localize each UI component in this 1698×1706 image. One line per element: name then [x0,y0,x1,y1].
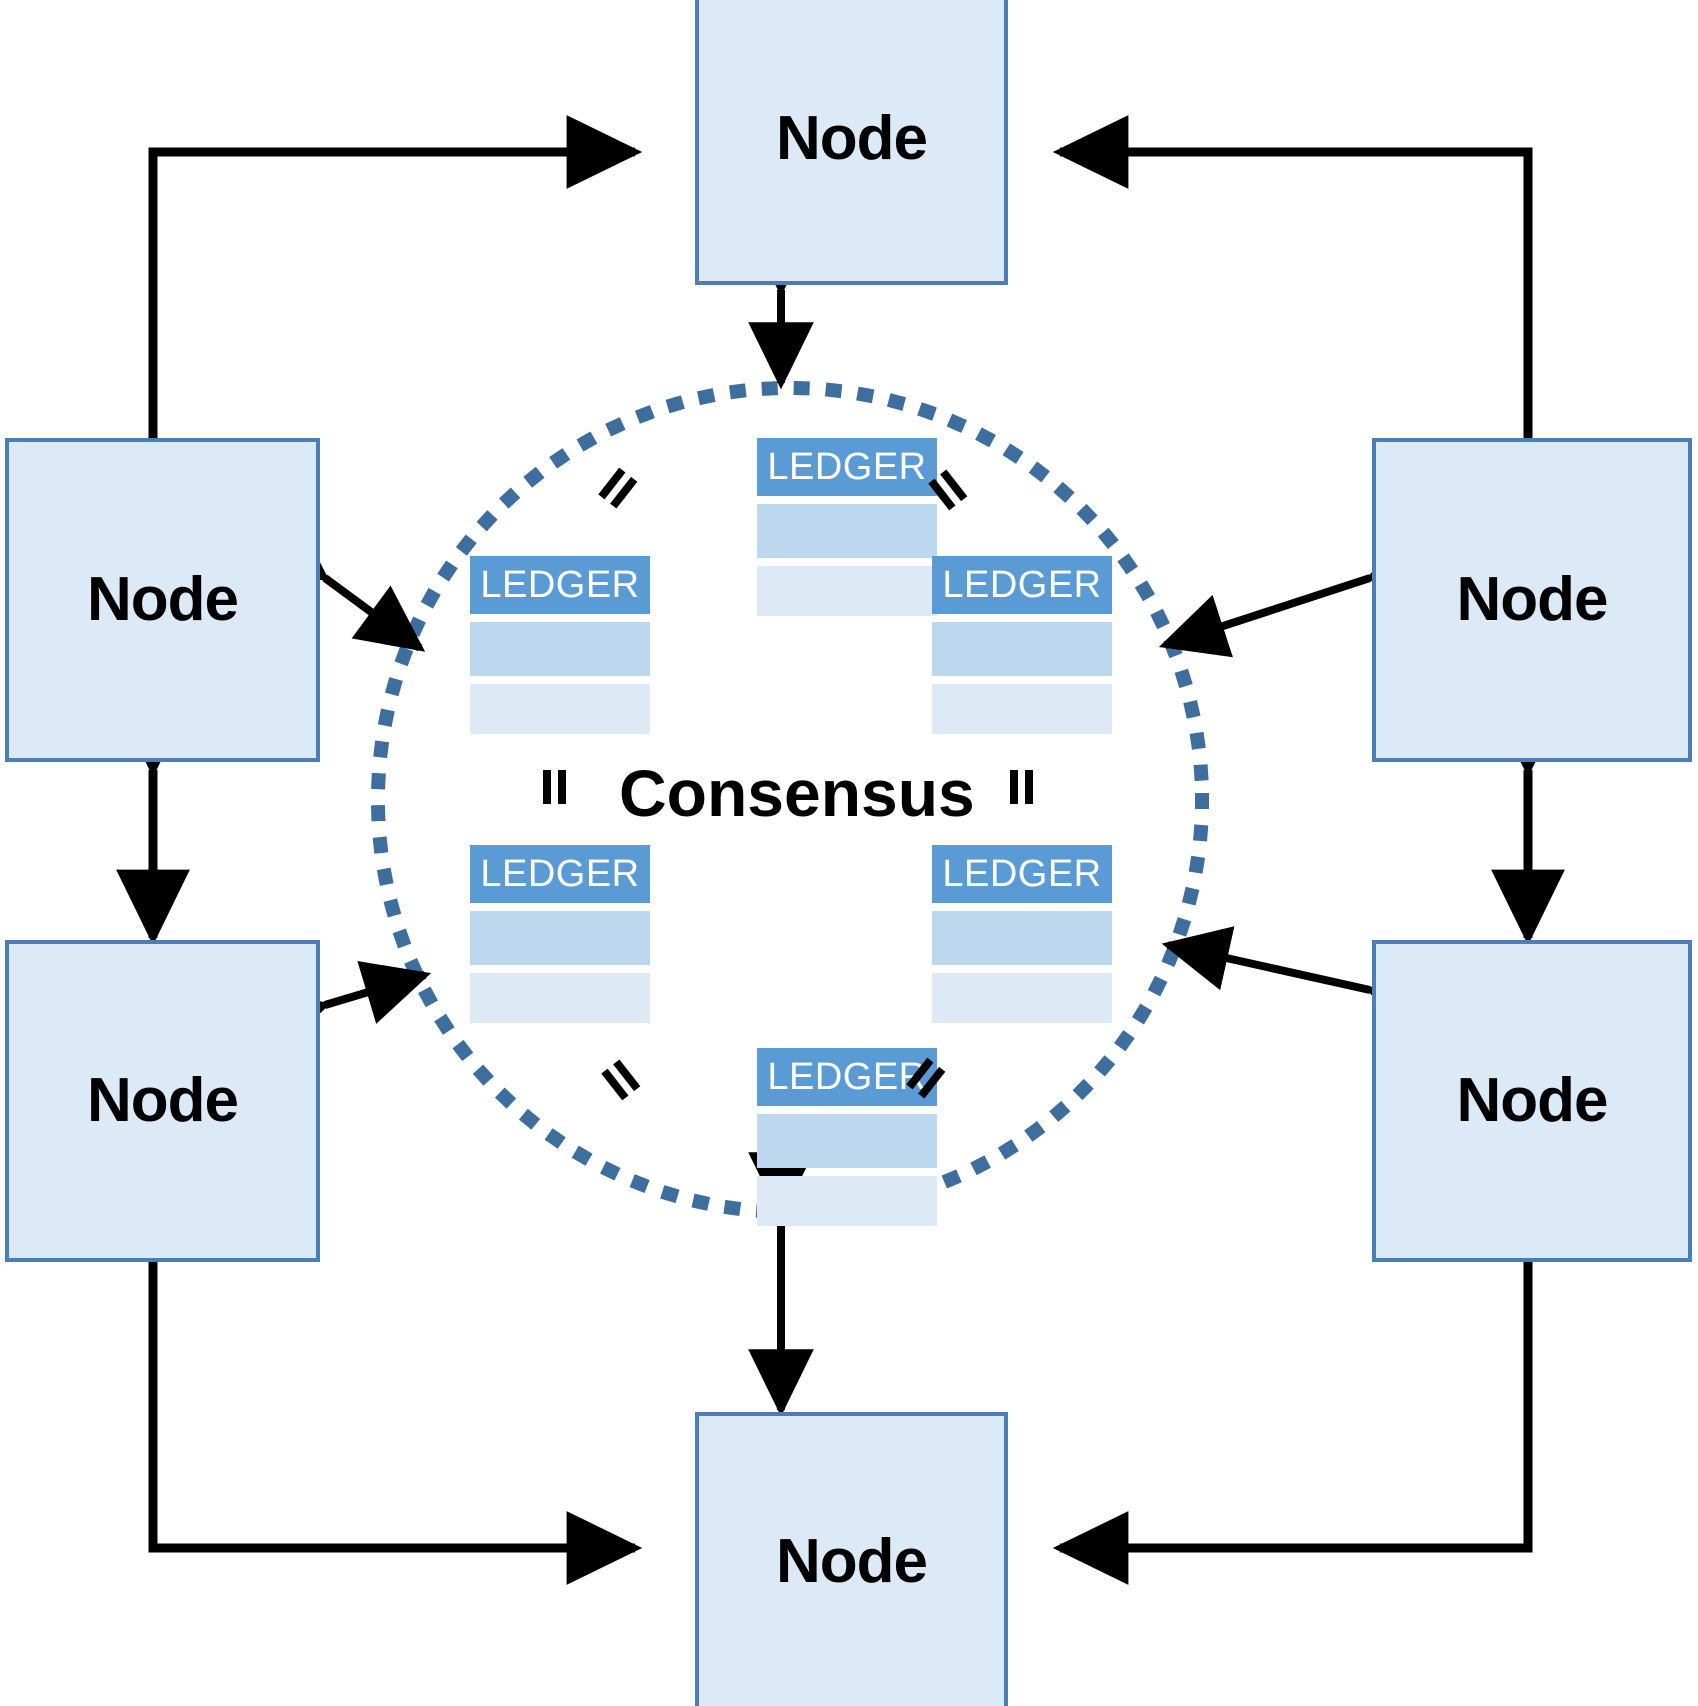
equality-mark-mid-left [539,770,573,804]
ledger-gap [932,903,1112,911]
ledger-upper-right-row-1 [932,622,1112,676]
node-left-lower[interactable]: Node [5,940,320,1262]
ledger-gap [757,1168,937,1176]
node-right-lower-label: Node [1456,1066,1609,1135]
ledger-lower-right-header: LEDGER [932,845,1112,903]
ledger-lower-right-row-2 [932,973,1112,1023]
arrow-left-upper-to-top [116,115,643,509]
ledger-bottom-row-2 [757,1176,937,1226]
ledger-lower-left-row-1 [470,911,650,965]
ledger-gap [757,1106,937,1114]
arrow-right-lower-to-bottom [1052,1262,1533,1585]
ledger-gap [932,965,1112,973]
node-left-upper[interactable]: Node [5,438,320,762]
ledger-gap [757,558,937,566]
ledger-upper-left[interactable]: LEDGER [470,556,650,734]
ledger-bottom-header: LEDGER [757,1048,937,1106]
equality-mark-mid-right [1006,770,1040,804]
ledger-bottom[interactable]: LEDGER [757,1048,937,1226]
node-right-upper[interactable]: Node [1372,438,1692,762]
ledger-gap [470,903,650,911]
arrow-left-lower-consensus [257,961,432,1054]
arrow-right-upper-to-top [1052,115,1565,509]
node-left-lower-label: Node [87,1066,239,1135]
ledger-upper-left-header: LEDGER [470,556,650,614]
arrow-right-lower-consensus [1161,926,1437,1036]
node-right-upper-label: Node [1456,565,1609,634]
ledger-upper-right-header: LEDGER [932,556,1112,614]
node-top[interactable]: Node [695,0,1008,285]
ledger-upper-right[interactable]: LEDGER [932,556,1112,734]
ledger-upper-left-row-2 [470,684,650,734]
node-left-upper-label: Node [87,565,239,634]
ledger-lower-left-header: LEDGER [470,845,650,903]
node-bottom[interactable]: Node [695,1412,1008,1706]
ledger-upper-right-row-2 [932,684,1112,734]
ledger-upper-left-row-1 [470,622,650,676]
ledger-gap [470,676,650,684]
ledger-top-header: LEDGER [757,438,937,496]
ledger-gap [932,614,1112,622]
arrow-right-upper-consensus [1158,527,1438,658]
node-right-lower[interactable]: Node [1372,940,1692,1262]
ledger-top[interactable]: LEDGER [757,438,937,616]
ledger-gap [470,614,650,622]
ledger-lower-left-row-2 [470,973,650,1023]
ledger-lower-left[interactable]: LEDGER [470,845,650,1023]
ledger-gap [757,496,937,504]
consensus-label: Consensus [619,756,975,830]
ledger-bottom-row-1 [757,1114,937,1168]
node-top-label: Node [776,103,928,173]
ledger-gap [932,676,1112,684]
arrow-left-lower-to-bottom [148,1262,643,1585]
ledger-lower-right-row-1 [932,911,1112,965]
ledger-top-row-2 [757,566,937,616]
ledger-gap [470,965,650,973]
node-bottom-label: Node [776,1527,928,1596]
ledger-top-row-1 [757,504,937,558]
ledger-lower-right[interactable]: LEDGER [932,845,1112,1023]
arrow-left-upper-consensus [256,515,426,652]
